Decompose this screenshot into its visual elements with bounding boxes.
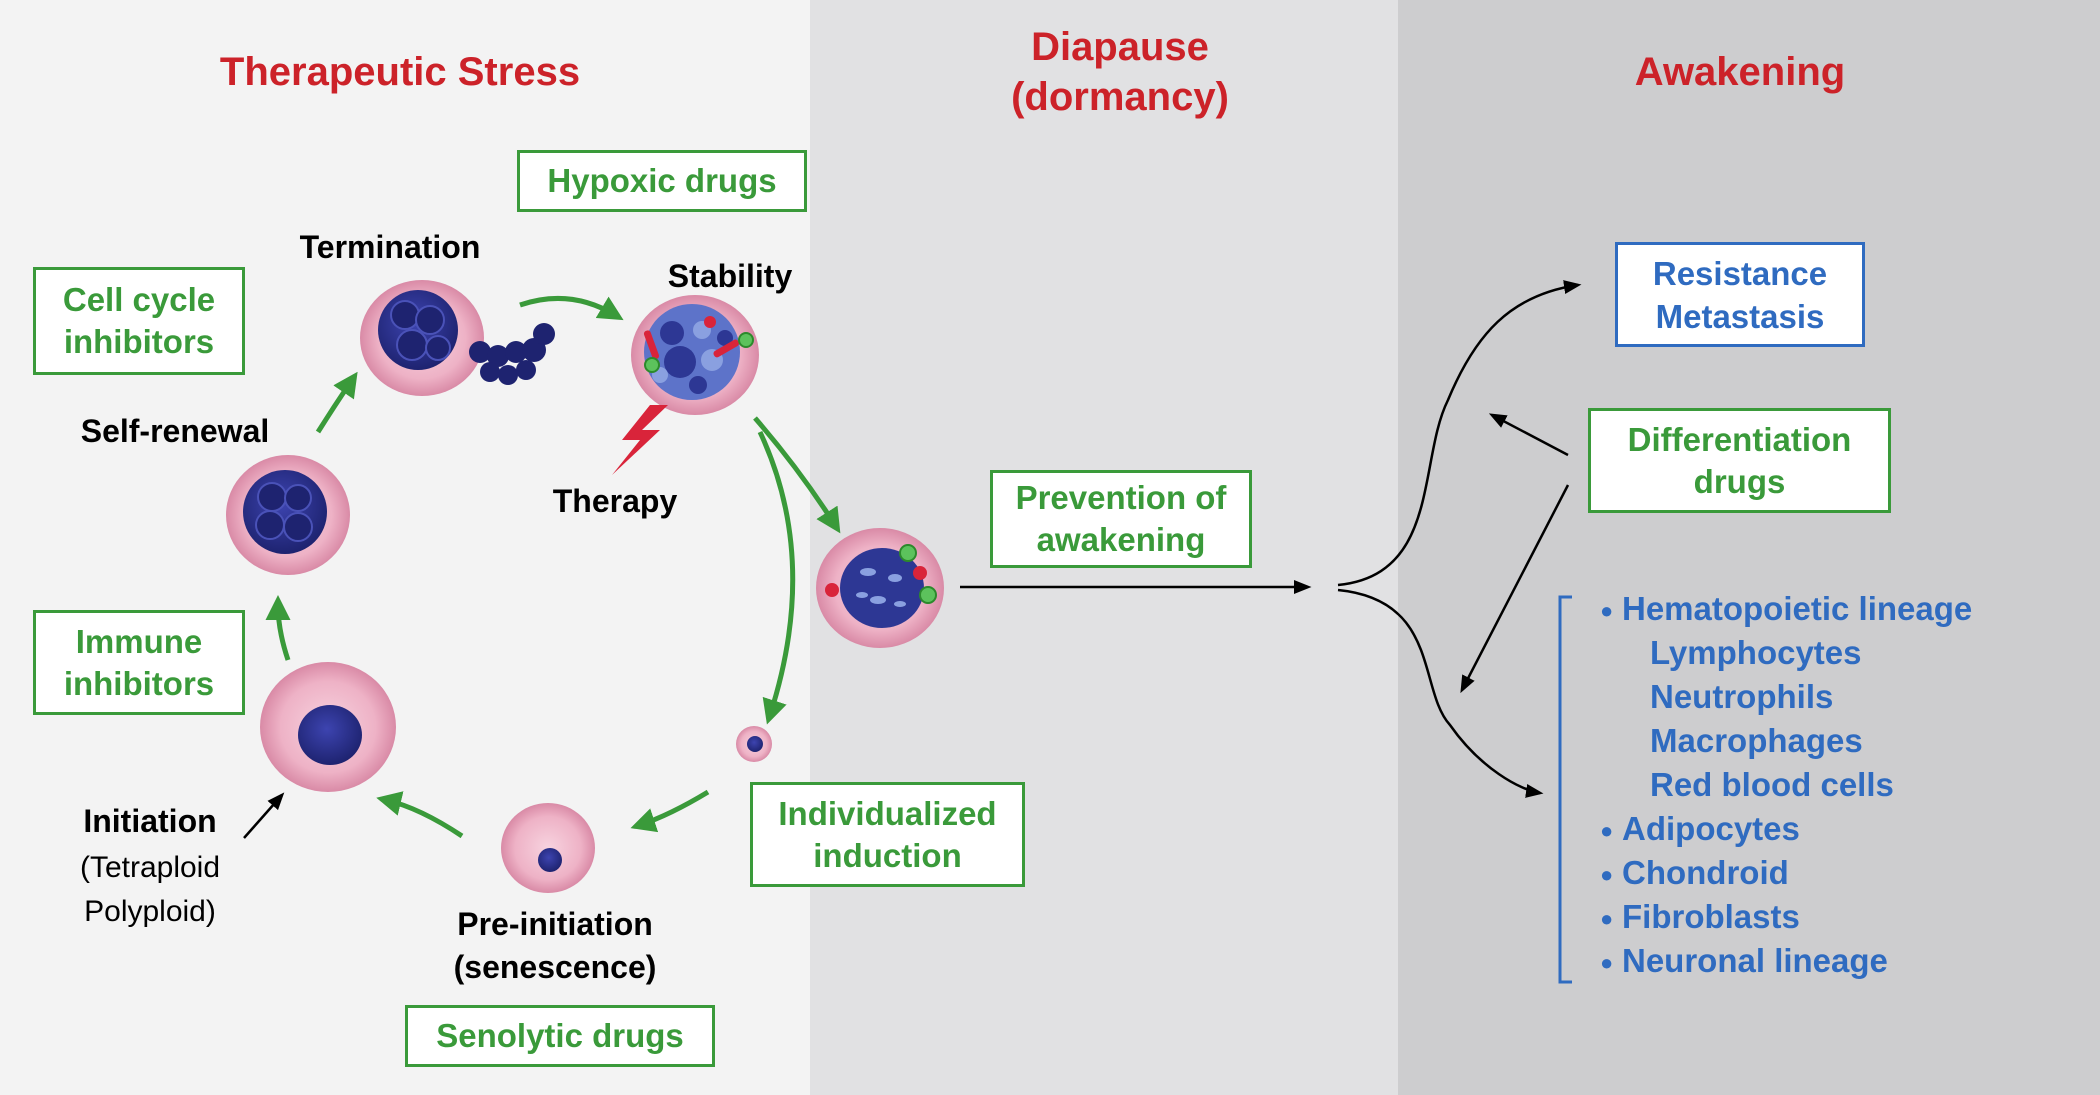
list-item: Neutrophils <box>1650 678 1834 715</box>
label-self-renewal: Self-renewal <box>80 413 270 449</box>
label-therapy: Therapy <box>552 483 678 519</box>
small-dormant-cell <box>736 726 772 762</box>
list-item: ●Adipocytes <box>1600 807 1972 851</box>
lineage-list: ●Hematopoietic lineage Lymphocytes Neutr… <box>1600 587 1972 983</box>
box-individualized-induction: Individualized induction <box>750 782 1025 887</box>
heading-awakening: Awakening <box>1634 50 1846 94</box>
box-prevention-of-awakening: Prevention of awakening <box>990 470 1252 568</box>
list-item: ●Fibroblasts <box>1600 895 1972 939</box>
label-pre-initiation: Pre-initiation <box>457 906 653 942</box>
prevention-line1: Prevention of <box>1015 479 1227 516</box>
differentiation-line1: Differentiation <box>1627 420 1852 458</box>
bullet-icon: ● <box>1600 598 1614 624</box>
bullet-icon: ● <box>1600 818 1614 844</box>
lineage-bracket <box>1558 595 1572 984</box>
list-item: Macrophages <box>1650 722 1863 759</box>
arrow-differentiation-up <box>1488 413 1569 457</box>
list-item: ●Chondroid <box>1600 851 1972 895</box>
arrow-initiation-to-self-renewal <box>265 595 291 661</box>
heading-dormancy: (dormancy) <box>1011 75 1229 119</box>
bullet-icon: ● <box>1600 950 1614 976</box>
arrow-preinitiation-to-initiation <box>376 791 464 839</box>
box-senolytic-drugs: Senolytic drugs <box>405 1005 715 1067</box>
immune-line2: inhibitors <box>63 664 215 702</box>
hypoxic-drugs-text: Hypoxic drugs <box>547 162 777 199</box>
label-stability: Stability <box>667 258 793 294</box>
arrow-stability-to-dormant <box>753 416 841 534</box>
arrow-differentiation-down <box>1460 484 1570 694</box>
box-resistance-metastasis: Resistance Metastasis <box>1615 242 1865 347</box>
bullet-icon: ● <box>1600 906 1614 932</box>
prevention-line2: awakening <box>1036 521 1206 558</box>
list-item: ●Hematopoietic lineage <box>1600 587 1972 631</box>
dormant-cell <box>816 528 944 648</box>
label-initiation-tetraploid: (Tetraploid <box>79 851 221 884</box>
budding-fragments <box>469 323 555 385</box>
arrow-small-to-preinitiation <box>630 789 710 833</box>
metastasis-text: Metastasis <box>1655 297 1825 335</box>
box-cell-cycle-inhibitors: Cell cycle inhibitors <box>33 267 245 375</box>
initiation-cell <box>260 662 396 792</box>
individualized-line2: induction <box>813 836 962 874</box>
stability-cell <box>631 295 759 415</box>
heading-therapeutic-stress: Therapeutic Stress <box>219 50 581 94</box>
branch-up-curve <box>1337 280 1582 587</box>
list-item: Red blood cells <box>1650 766 1894 803</box>
arrow-initiation-pointer <box>243 792 285 839</box>
individualized-line1: Individualized <box>778 794 997 832</box>
resistance-text: Resistance <box>1652 254 1828 292</box>
box-hypoxic-drugs: Hypoxic drugs <box>517 150 807 212</box>
label-senescence: (senescence) <box>453 949 657 985</box>
label-initiation: Initiation <box>83 803 217 839</box>
arrow-termination-to-stability <box>519 295 624 321</box>
cell-cycle-line2: inhibitors <box>63 323 215 360</box>
immune-line1: Immune <box>75 622 203 660</box>
list-item: ●Neuronal lineage <box>1600 939 1972 983</box>
arrow-self-renewal-to-termination <box>315 371 358 434</box>
senolytic-text: Senolytic drugs <box>436 1017 684 1054</box>
branch-down-curve <box>1337 588 1544 798</box>
lightning-icon <box>612 405 668 475</box>
heading-diapause: Diapause <box>1031 25 1209 69</box>
label-initiation-polyploid: Polyploid) <box>84 895 216 928</box>
label-termination: Termination <box>299 229 481 265</box>
pre-initiation-cell <box>501 803 595 893</box>
list-item: Lymphocytes <box>1650 634 1862 671</box>
arrow-stability-to-small-cell <box>757 430 796 725</box>
awakening-panel <box>1398 0 2100 1095</box>
box-differentiation-drugs: Differentiation drugs <box>1588 408 1891 513</box>
cell-cycle-line1: Cell cycle <box>62 281 216 318</box>
self-renewal-cell <box>226 455 350 575</box>
termination-cell <box>360 280 484 396</box>
box-immune-inhibitors: Immune inhibitors <box>33 610 245 715</box>
differentiation-line2: drugs <box>1693 462 1786 500</box>
bullet-icon: ● <box>1600 862 1614 888</box>
